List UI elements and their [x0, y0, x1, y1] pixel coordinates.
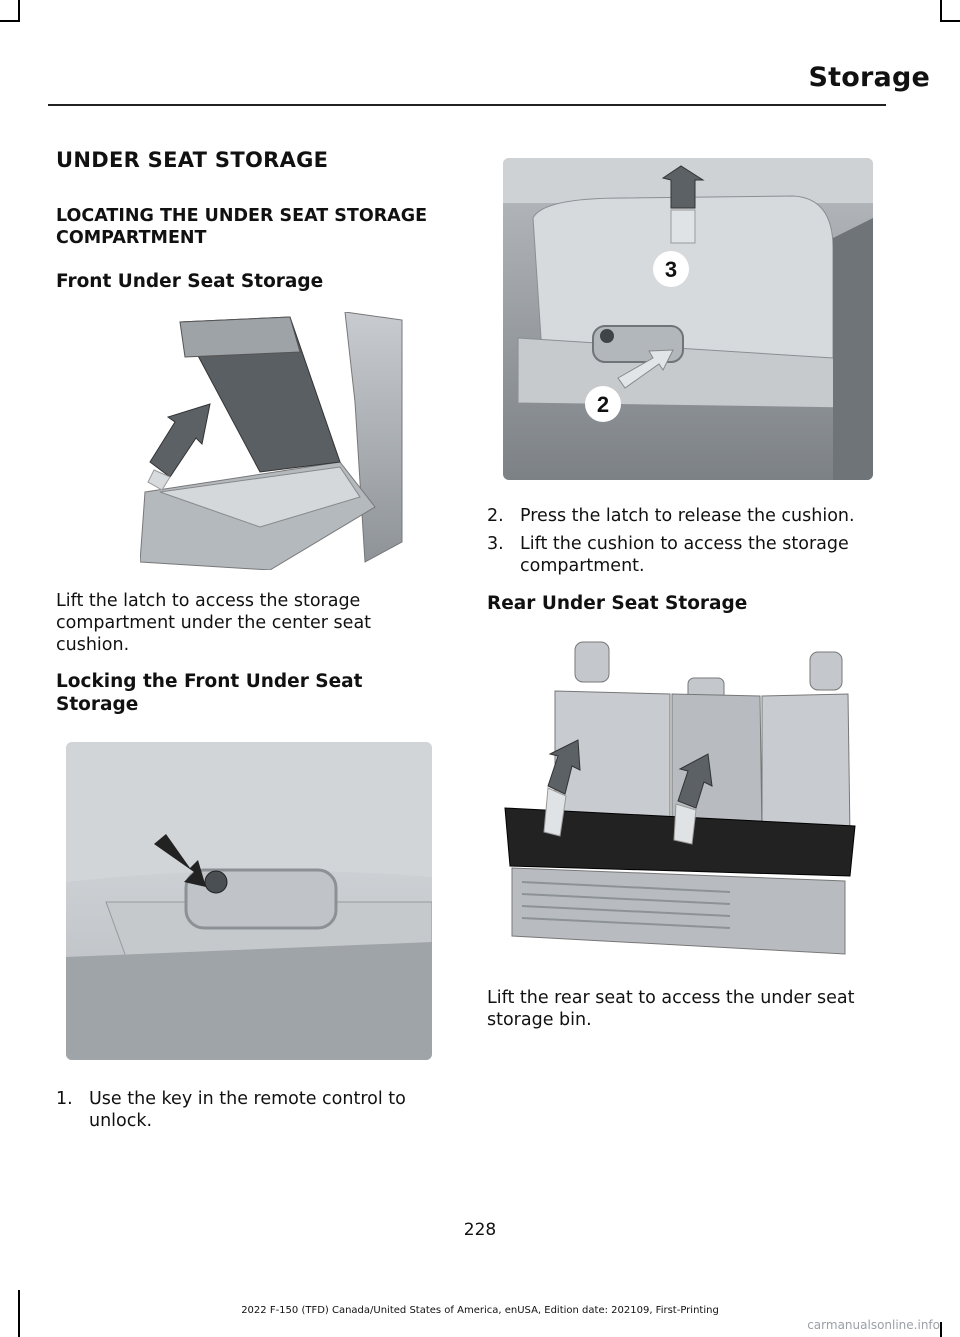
step-number: 3.: [487, 534, 504, 554]
svg-text:3: 3: [665, 257, 677, 282]
step-text: Lift the cushion to access the storage c…: [520, 534, 849, 576]
watermark: carmanualsonline.info: [807, 1318, 940, 1332]
lift-arrow-icon: [543, 739, 581, 837]
rear-storage-description: Lift the rear seat to access the under s…: [487, 988, 855, 1030]
crop-mark: [940, 20, 960, 22]
callout-2: 2: [585, 386, 621, 422]
header-divider: [48, 104, 886, 106]
lock-latch-illustration: [66, 742, 432, 1060]
crop-mark: [18, 0, 20, 22]
lift-arrow-icon: [673, 753, 713, 845]
page-title: Storage: [808, 62, 930, 93]
callout-3: 3: [653, 251, 689, 287]
lift-arrow-icon: [661, 165, 705, 244]
lift-arrow-icon: [147, 403, 211, 491]
section-heading: UNDER SEAT STORAGE: [56, 148, 329, 172]
front-storage-description: Lift the latch to access the storage com…: [56, 591, 372, 655]
step-number: 1.: [56, 1089, 73, 1109]
step-text: Press the latch to release the cushion.: [520, 506, 855, 526]
cushion-release-illustration: 3 2: [503, 158, 873, 480]
svg-text:2: 2: [597, 392, 609, 417]
crop-mark: [940, 0, 942, 22]
step-number: 2.: [487, 506, 504, 526]
page-number: 228: [463, 1220, 497, 1240]
rear-seat-illustration: [500, 636, 866, 970]
section-subheading: LOCATING THE UNDER SEAT STORAGE COMPARTM…: [56, 206, 428, 248]
press-arrow-icon: [617, 349, 674, 389]
crop-mark: [0, 20, 20, 22]
crop-mark: [940, 1322, 942, 1337]
rear-storage-heading: Rear Under Seat Storage: [487, 593, 748, 614]
footer-edition: 2022 F-150 (TFD) Canada/United States of…: [241, 1305, 719, 1316]
front-storage-heading: Front Under Seat Storage: [56, 271, 324, 292]
lock-cylinder-icon: [204, 870, 228, 894]
front-storage-illustration: [140, 312, 404, 570]
pointer-arrow-icon: [154, 834, 206, 887]
crop-mark: [18, 1290, 20, 1337]
locking-heading: Locking the Front Under Seat Storage: [56, 671, 363, 715]
step-text: Use the key in the remote control to unl…: [89, 1089, 406, 1131]
